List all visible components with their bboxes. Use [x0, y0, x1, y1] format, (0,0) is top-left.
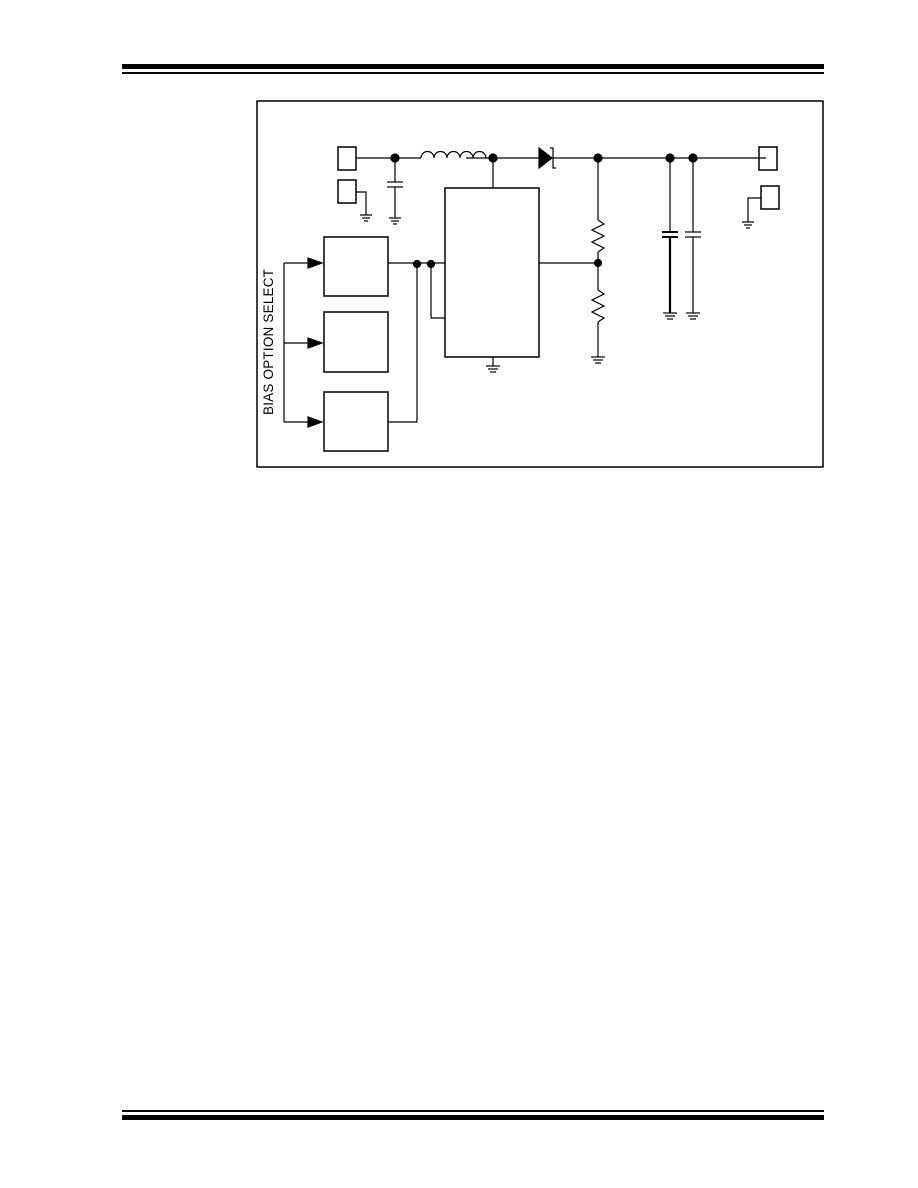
output-capacitor-icon: [685, 231, 701, 238]
inductor-icon: [420, 150, 487, 159]
footer-rule-thin: [122, 1110, 824, 1112]
ground-icon: [686, 312, 700, 320]
bias-option-block-3: [323, 391, 389, 452]
vout-terminal-box: [758, 146, 778, 171]
bias-option-block-2: [323, 311, 389, 373]
ground-icon: [389, 217, 401, 225]
ground-icon: [360, 214, 372, 222]
upper-resistor-icon: [590, 219, 606, 253]
ground-icon: [742, 221, 754, 229]
header-rule-thick: [122, 64, 824, 69]
arrow-right-icon: [307, 337, 324, 349]
junction-dot: [593, 258, 603, 268]
out-gnd-terminal-box: [760, 185, 780, 210]
output-capacitor-icon: [662, 231, 678, 238]
bias-return-line: [388, 264, 418, 423]
ground-icon: [486, 365, 500, 373]
footer-rule-thick: [122, 1115, 824, 1120]
bias-option-block-1: [323, 236, 389, 297]
gnd-terminal-box: [337, 179, 357, 204]
circuit-diagram: BIAS OPTION SELECT: [256, 100, 824, 468]
arrow-right-icon: [307, 257, 324, 269]
ic-pin-line: [430, 264, 445, 319]
boost-converter-ic: [444, 187, 540, 358]
arrow-right-icon: [307, 416, 324, 428]
input-capacitor-icon: [387, 181, 403, 188]
vin-terminal-box: [337, 146, 357, 171]
lower-resistor-icon: [590, 289, 606, 323]
figure-border: [256, 100, 824, 468]
ground-icon: [591, 356, 605, 364]
bias-option-select-label: BIAS OPTION SELECT: [261, 269, 276, 415]
out-gnd-terminal-lead: [747, 197, 761, 222]
header-rule-thin: [122, 72, 824, 74]
gnd-terminal-lead: [356, 191, 367, 215]
ground-icon: [663, 312, 677, 320]
